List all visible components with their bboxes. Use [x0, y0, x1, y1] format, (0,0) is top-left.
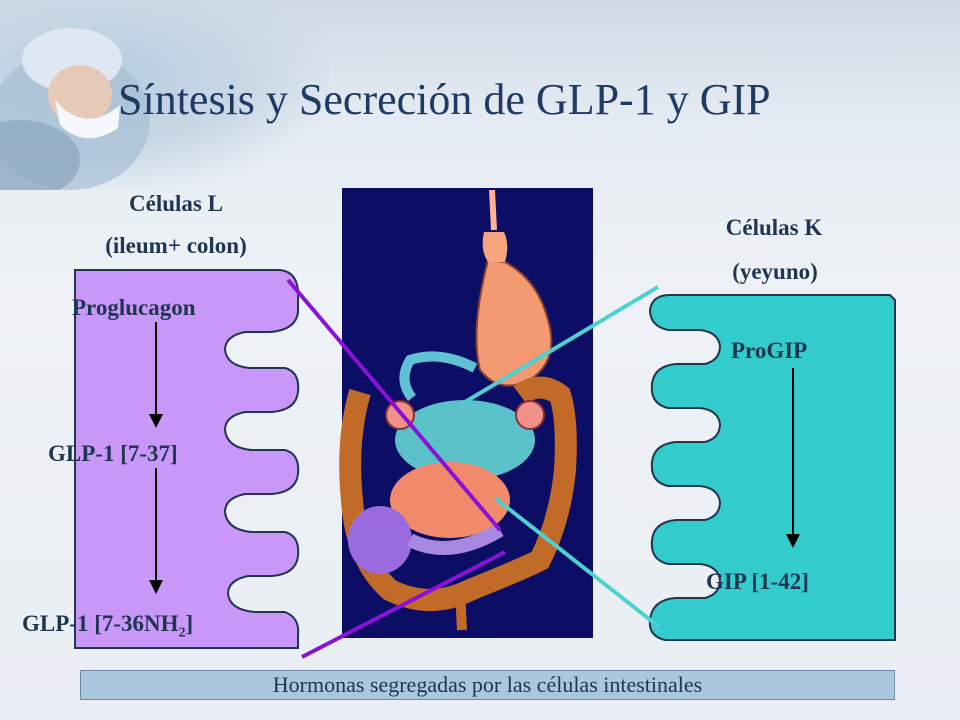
caption-banner: Hormonas segregadas por las células inte… — [80, 670, 895, 700]
proglucagon-label: Proglucagon — [72, 295, 196, 320]
glp1-7-36nh2-label: GLP-1 [7-36NH2] — [22, 611, 194, 641]
progip-label: ProGIP — [731, 338, 808, 363]
l-cell-header-name: Células L — [129, 191, 223, 216]
surgeon-photo — [0, 0, 330, 190]
l-cell-connector-bottom — [301, 550, 506, 659]
caption-text: Hormonas segregadas por las células inte… — [272, 672, 703, 697]
k-cell-header-name: Células K — [725, 215, 823, 240]
surgeon-illustration — [0, 28, 150, 190]
digestive-system-illustration — [339, 189, 577, 631]
k-cell-header-location: (yeyuno) — [732, 259, 818, 284]
l-cell-header-location: (ileum+ colon) — [105, 233, 247, 258]
arrow-progip-to-gip — [786, 368, 800, 548]
arrow-proglucagon-to-glp1 — [149, 322, 163, 428]
k-cell-connector-bottom — [493, 496, 660, 628]
l-cell-shape — [74, 269, 300, 649]
glp1-7-37-label: GLP-1 [7-37] — [48, 441, 178, 466]
k-cell-connector-top — [463, 285, 660, 404]
arrow-glp1-to-amide — [149, 468, 163, 594]
k-cell-shape — [648, 294, 896, 641]
slide-title: Síntesis y Secreción de GLP-1 y GIP — [118, 75, 771, 124]
l-cell-connector-top — [286, 278, 502, 532]
gip-1-42-label: GIP [1-42] — [706, 569, 809, 594]
